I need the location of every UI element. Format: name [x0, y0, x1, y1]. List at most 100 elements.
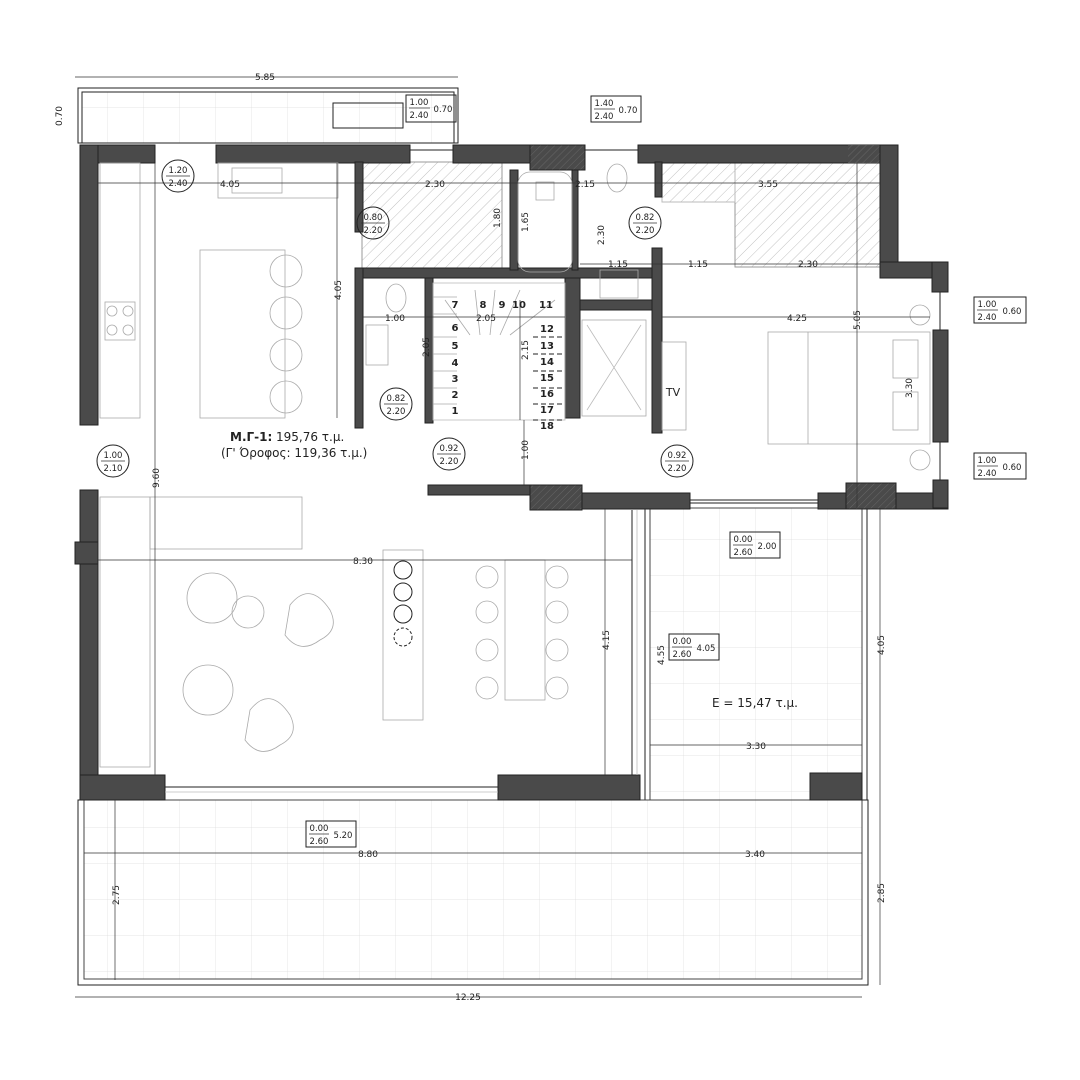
svg-text:0.00: 0.00 [734, 535, 753, 545]
dimension-label: 4.55 [657, 645, 667, 665]
window-tag: 1.002.400.60 [973, 452, 1027, 480]
dimension-label: 4.05 [334, 280, 344, 300]
unit-code: Μ.Γ-1: [230, 430, 272, 444]
svg-text:1.00: 1.00 [978, 300, 997, 310]
dimension-label: 2.30 [425, 180, 445, 190]
svg-text:2.00: 2.00 [758, 542, 777, 552]
dimension-label: 1.80 [493, 208, 503, 228]
walls [74, 144, 949, 801]
svg-text:4.05: 4.05 [697, 644, 716, 654]
svg-text:16: 16 [540, 389, 554, 400]
dimension-label: 1.15 [688, 260, 708, 270]
furniture [99, 162, 931, 768]
svg-text:1.00: 1.00 [104, 451, 123, 461]
dimension-label: 1.00 [521, 440, 531, 460]
window-tag: 0.002.605.20 [305, 820, 357, 848]
window-tag: 0.002.604.05 [668, 633, 720, 661]
svg-text:0.70: 0.70 [434, 105, 453, 115]
svg-text:2.20: 2.20 [364, 226, 383, 236]
dimension-label: 4.15 [602, 630, 612, 650]
svg-text:0.80: 0.80 [364, 213, 383, 223]
dimension-label: 8.80 [358, 850, 378, 860]
svg-text:10: 10 [512, 300, 526, 311]
window-tags: 1.002.400.70 1.402.400.70 1.002.400.60 1… [305, 94, 1027, 848]
svg-text:2.40: 2.40 [978, 313, 997, 323]
dimension-label: 12.25 [455, 993, 481, 1003]
svg-text:2.10: 2.10 [104, 464, 123, 474]
terrace-area-label: E = 15,47 τ.μ. [712, 696, 798, 710]
dimension-label: 1.15 [608, 260, 628, 270]
svg-text:13: 13 [540, 341, 554, 352]
svg-text:14: 14 [540, 357, 554, 368]
svg-text:15: 15 [540, 373, 554, 384]
svg-text:2.40: 2.40 [410, 111, 429, 121]
dimension-label: 2.30 [597, 225, 607, 245]
dimension-label: 2.75 [112, 885, 122, 905]
svg-text:0.82: 0.82 [387, 394, 406, 404]
svg-text:0.00: 0.00 [673, 637, 692, 647]
door-tag: 1.20 2.40 [161, 159, 195, 193]
door-tag: 0.92 2.20 [660, 444, 694, 478]
door-tag: 0.922.20 [432, 437, 466, 471]
top-balcony [77, 87, 459, 144]
svg-text:0.60: 0.60 [1003, 307, 1022, 317]
window-tag: 1.00 2.40 0.60 [973, 296, 1027, 324]
svg-text:6: 6 [452, 323, 459, 334]
window-tag: 0.00 2.60 2.00 [729, 531, 781, 559]
unit-area: 195,76 τ.μ. [276, 430, 344, 444]
door-tag: 0.82 2.20 [628, 206, 662, 240]
bottom-terrace [77, 799, 869, 986]
dimension-label: 4.05 [220, 180, 240, 190]
svg-text:7: 7 [452, 300, 459, 311]
svg-text:11: 11 [539, 300, 553, 311]
tv-label: TV [665, 386, 681, 399]
hatched-zones [361, 161, 881, 273]
dimension-label: 3.30 [905, 378, 915, 398]
door-tags: 1.20 2.40 0.80 2.20 0.82 2.20 0.82 2.20 1.00… [96, 159, 694, 478]
dimension-label: 2.05 [476, 314, 496, 324]
svg-text:2.20: 2.20 [440, 457, 459, 467]
svg-text:2.20: 2.20 [668, 464, 687, 474]
svg-text:0.60: 0.60 [1003, 463, 1022, 473]
svg-text:2.60: 2.60 [310, 837, 329, 847]
svg-text:2.40: 2.40 [169, 179, 188, 189]
dimension-label: 9.60 [152, 468, 162, 488]
svg-text:1.00: 1.00 [410, 98, 429, 108]
stair-step-numbers: 1 2 3 4 5 6 7 8 9 10 11 12 13 14 15 16 1… [452, 300, 554, 432]
svg-text:18: 18 [540, 421, 554, 432]
svg-text:8: 8 [480, 300, 487, 311]
dimension-label: 2.15 [521, 340, 531, 360]
svg-text:0.70: 0.70 [619, 106, 638, 116]
svg-text:0.92: 0.92 [668, 451, 687, 461]
dimension-label: 8.30 [353, 557, 373, 567]
svg-text:5.20: 5.20 [334, 831, 353, 841]
svg-text:1.20: 1.20 [169, 166, 188, 176]
svg-text:2.60: 2.60 [734, 548, 753, 558]
svg-text:0.82: 0.82 [636, 213, 655, 223]
dimension-label: 2.05 [422, 337, 432, 357]
door-tag: 0.80 2.20 [356, 206, 390, 240]
dimension-label: 3.30 [746, 742, 766, 752]
dimension-label: 4.25 [787, 314, 807, 324]
door-tag: 0.82 2.20 [379, 387, 413, 421]
dimension-label: 5.85 [255, 73, 275, 83]
svg-text:2.20: 2.20 [636, 226, 655, 236]
glazing [165, 149, 941, 793]
right-terrace [644, 502, 868, 801]
svg-text:17: 17 [540, 405, 554, 416]
dimension-label: 5.05 [853, 310, 863, 330]
svg-text:2.20: 2.20 [387, 407, 406, 417]
dimension-label: 2.30 [798, 260, 818, 270]
svg-text:12: 12 [540, 324, 554, 335]
svg-text:5: 5 [452, 341, 459, 352]
dimension-label: 4.05 [877, 635, 887, 655]
svg-text:1.00: 1.00 [978, 456, 997, 466]
dimension-label: 3.40 [745, 850, 765, 860]
svg-text:4: 4 [452, 358, 459, 369]
floor-area: (Γ' Όροφος: 119,36 τ.μ.) [221, 446, 367, 460]
dimension-label: 2.85 [877, 883, 887, 903]
dimension-label: 2.15 [575, 180, 595, 190]
door-tag: 1.00 2.10 [96, 444, 130, 478]
dimension-lines [75, 76, 930, 998]
